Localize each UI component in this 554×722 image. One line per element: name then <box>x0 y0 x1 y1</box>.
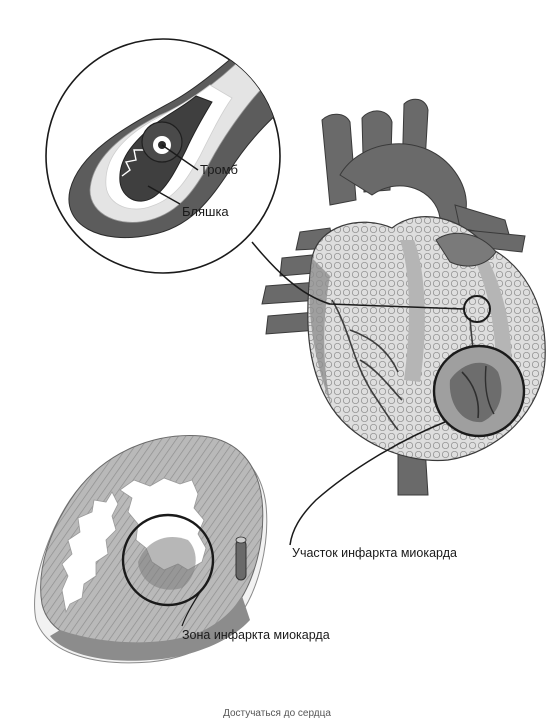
thrombus-leader <box>161 144 199 171</box>
section-vessel <box>235 536 247 581</box>
infarct-zone-circle <box>121 513 215 607</box>
plaque-label: Бляшка <box>182 204 229 219</box>
infarct-zone-label: Зона инфаркта миокарда <box>182 628 330 642</box>
infarct-zone-dark <box>138 536 196 590</box>
infarct-detail-circle <box>432 344 526 438</box>
artery-zoom: Тромб Бляшка <box>45 38 281 274</box>
left-ventricle-cavity <box>61 491 119 614</box>
infarct-site-label: Участок инфаркта миокарда <box>292 546 457 560</box>
thrombus <box>141 121 183 163</box>
thrombus-label: Тромб <box>200 162 238 177</box>
infarct-zone-leader <box>181 591 201 627</box>
heart <box>261 98 546 496</box>
heart-left-shade <box>309 258 332 408</box>
infarct-site-leader <box>289 421 446 546</box>
artery-connector-line <box>251 241 465 310</box>
plaque-leader <box>147 185 181 205</box>
figure-caption: Достучаться до сердца <box>223 708 331 719</box>
myocardium-dark-band <box>50 596 250 661</box>
ventricle-cross-section <box>34 435 268 664</box>
muscle-band-1 <box>400 240 425 382</box>
atrial-appendage <box>435 232 497 267</box>
